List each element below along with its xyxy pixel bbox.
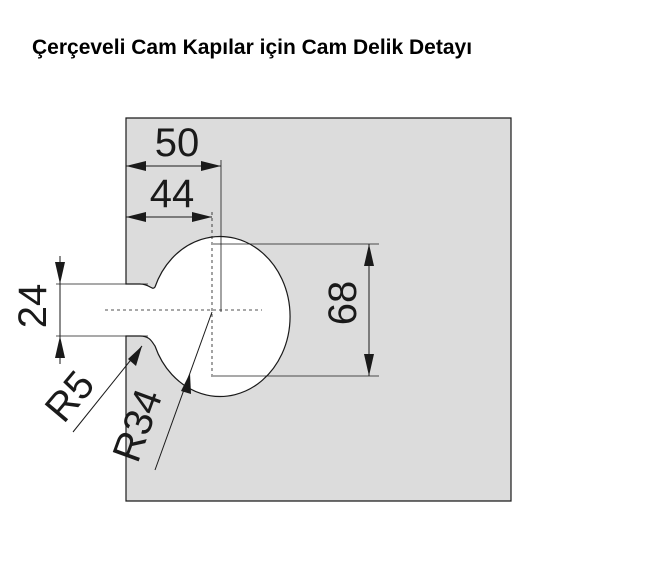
dimension-label-24: 24 bbox=[11, 284, 55, 329]
dimension-label-68: 68 bbox=[321, 281, 365, 326]
dimension-label-44: 44 bbox=[150, 172, 195, 216]
arrowhead bbox=[364, 354, 374, 376]
arrowhead bbox=[181, 373, 191, 394]
arrowhead bbox=[201, 161, 221, 171]
arrowhead bbox=[128, 346, 142, 366]
arrowhead bbox=[55, 336, 65, 358]
glass-panel bbox=[125, 117, 512, 502]
arrowhead bbox=[55, 262, 65, 284]
arrowhead bbox=[126, 212, 146, 222]
arrowhead bbox=[364, 244, 374, 266]
page-title: Çerçeveli Cam Kapılar için Cam Delik Det… bbox=[32, 36, 473, 59]
arrowhead bbox=[126, 161, 146, 171]
dimension-label-50: 50 bbox=[155, 121, 200, 165]
arrowhead bbox=[192, 212, 212, 222]
dimension-label-r5: R5 bbox=[37, 363, 104, 430]
